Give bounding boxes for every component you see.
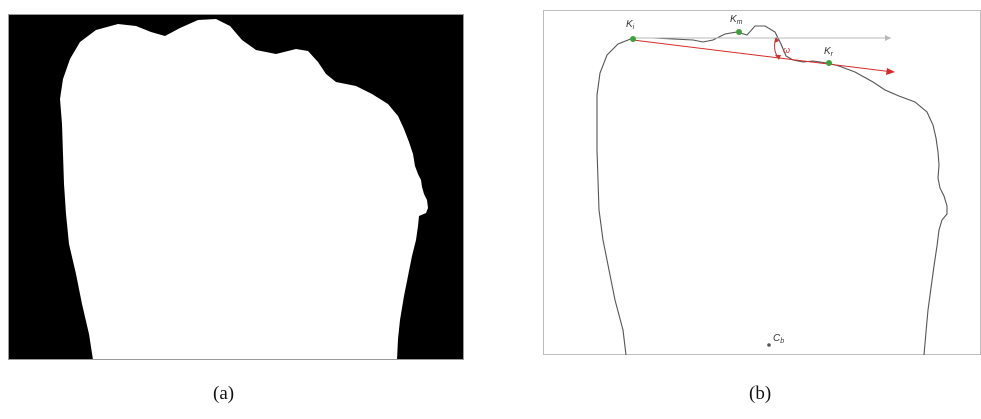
tangent-arrowhead — [886, 68, 895, 75]
angle-label: ω — [783, 45, 790, 55]
keypoint-cb — [767, 343, 771, 347]
keypoint-kr — [826, 60, 832, 66]
guide-arrowhead — [885, 35, 891, 41]
mask-border — [8, 14, 464, 360]
tangent-line — [632, 39, 894, 73]
contour-frame — [543, 10, 981, 355]
panel-b-contour: ω Ki Km Kr Cb — [543, 10, 981, 355]
keypoint-km — [736, 29, 742, 35]
label-cb: Cb — [773, 333, 784, 345]
angle-arc-tip-top — [774, 37, 779, 43]
label-ki: Ki — [626, 19, 635, 31]
binary-mask-svg — [8, 14, 464, 360]
angle-arc-tip-bottom — [775, 55, 781, 60]
label-km: Km — [730, 14, 743, 26]
caption-b: (b) — [749, 383, 772, 404]
panel-a-binary-mask — [8, 14, 464, 360]
label-kr: Kr — [824, 46, 834, 58]
caption-a: (a) — [213, 383, 235, 404]
bone-silhouette — [60, 19, 428, 360]
contour-svg: ω Ki Km Kr Cb — [543, 10, 981, 355]
keypoint-ki — [630, 36, 636, 42]
